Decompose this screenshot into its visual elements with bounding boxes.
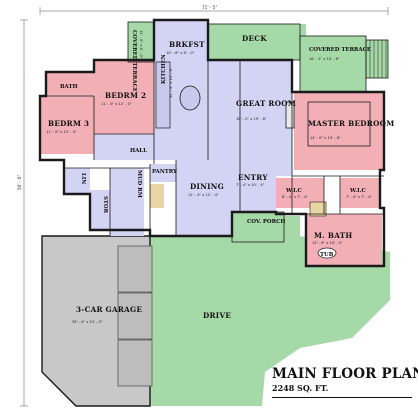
dim-kitchen: 12' - 4" x 13' - 8" xyxy=(169,67,173,98)
walls xyxy=(38,18,386,268)
tub-fixture xyxy=(317,247,337,259)
dim-bedrm-3: 11' - 0" x 12' - 0" xyxy=(46,130,77,134)
bedrm-3-area xyxy=(40,96,94,154)
label-bedrm-2: BEDRM 2 xyxy=(105,91,146,100)
label-stor: STOR xyxy=(102,196,108,214)
master-bedroom-area xyxy=(294,92,384,170)
overall-width-label: 71' - 5" xyxy=(202,5,217,10)
fireplace xyxy=(285,101,295,129)
label-cov-porch: COV. PORCH xyxy=(247,219,286,225)
garage-door-1 xyxy=(117,245,153,293)
plan-title: MAIN FLOOR PLAN xyxy=(272,366,418,382)
living-area xyxy=(154,20,292,236)
label-bath: BATH xyxy=(60,84,78,90)
label-great-room: GREAT ROOM xyxy=(236,99,296,108)
wic-right-area xyxy=(340,178,380,208)
dim-bedrm-2: 11' - 0" x 12' - 0" xyxy=(101,102,132,106)
label-bedrm-3: BEDRM 3 xyxy=(48,119,89,128)
label-entry: ENTRY xyxy=(238,173,268,182)
shower-fixture xyxy=(309,201,327,217)
garage-door-2 xyxy=(117,292,153,340)
label-hall: HALL xyxy=(130,148,147,154)
dim-wic-left: 8' - 4" x 7' - 4" xyxy=(282,195,308,199)
label-wic-right: W.I.C xyxy=(349,188,366,194)
label-m-bath: M. BATH xyxy=(314,231,352,240)
dim-covered-terrace-east: 16' - 2" x 10' - 6" xyxy=(309,57,340,61)
label-drive: DRIVE xyxy=(203,311,231,320)
deck-area xyxy=(208,24,306,60)
dim-great-room: 18' - 0" x 19' - 8" xyxy=(236,117,267,121)
label-garage: 3-CAR GARAGE xyxy=(76,305,142,314)
stair-treads xyxy=(369,40,387,78)
stairs xyxy=(365,39,389,79)
dim-brkfst: 10' - 6" x 8' - 0" xyxy=(166,51,195,55)
label-pantry: PANTRY xyxy=(152,169,177,175)
label-covered-terrace-east: COVERED TERRACE xyxy=(309,47,371,53)
bed-marker xyxy=(307,101,371,147)
room-labels: COVERED TERRACE 12' - 0" x 8' - 0" DECK … xyxy=(46,30,394,324)
label-dining: DINING xyxy=(190,182,224,191)
dim-entry: 7' - 4" x 10' - 4" xyxy=(236,183,265,187)
label-tub: TUB xyxy=(320,252,334,258)
label-mud-rm: MUD RM xyxy=(136,170,142,198)
overall-depth-label: 50' - 0" xyxy=(17,175,22,190)
powder-area xyxy=(150,184,164,208)
plan-area: 2248 SQ. FT. xyxy=(272,383,329,393)
stor-area xyxy=(90,190,110,230)
covered-terrace-east-area xyxy=(300,36,366,92)
mud-rm-area xyxy=(110,168,144,236)
dim-master-bedroom: 14' - 0" x 19' - 8" xyxy=(310,136,341,140)
lin-area xyxy=(64,168,90,194)
dim-dining: 12' - 4" x 12' - 4" xyxy=(188,193,219,197)
bath-area xyxy=(46,72,94,96)
label-brkfst: BRKFST xyxy=(169,40,205,49)
cov-porch-area xyxy=(232,212,284,242)
dim-m-bath: 13' - 6" x 10' - 0" xyxy=(312,241,343,245)
dimension-lines xyxy=(20,7,389,407)
kitchen-counter xyxy=(155,61,171,129)
label-master-bedroom: MASTER BEDROOM xyxy=(308,119,394,128)
pantry-area xyxy=(150,164,176,182)
dim-covered-terrace-north: 12' - 0" x 8' - 0" xyxy=(139,30,143,59)
label-kitchen: KITCHEN xyxy=(161,54,167,84)
m-bath-area xyxy=(306,214,382,266)
label-deck: DECK xyxy=(242,34,267,43)
dim-garage: 39' - 4" x 23' - 0" xyxy=(72,320,103,324)
hall-area xyxy=(94,134,154,160)
label-covered-terrace-north: COVERED TERRACE xyxy=(131,30,137,92)
label-wic-left: W.I.C xyxy=(285,188,302,194)
kitchen-island xyxy=(179,85,201,111)
dim-wic-right: 7' - 4" x 7' - 4" xyxy=(346,195,372,199)
bedrm-2-area xyxy=(94,60,154,134)
title-underline xyxy=(272,397,412,399)
label-lin: LIN xyxy=(80,173,86,184)
garage-door-3 xyxy=(117,339,153,387)
